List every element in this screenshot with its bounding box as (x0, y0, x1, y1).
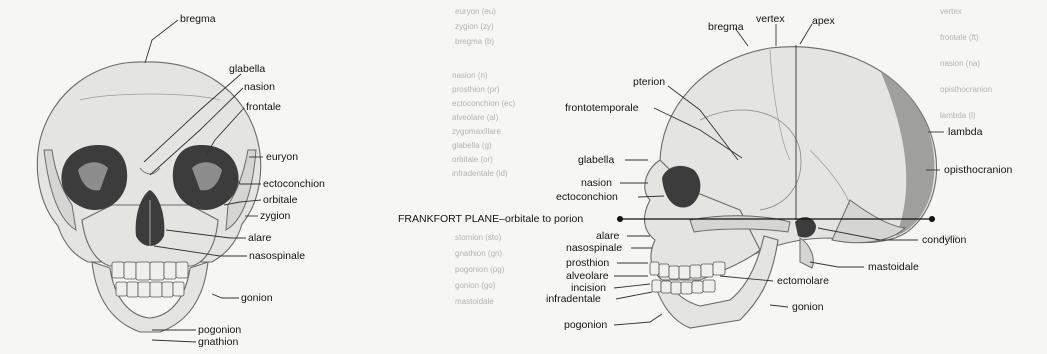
label-pogonion-lateral: pogonion (564, 319, 607, 331)
ghost-text: nasion (n) (452, 71, 488, 80)
ghost-text: alveolare (al) (452, 113, 499, 122)
label-vertex: vertex (756, 13, 785, 25)
label-nasospinale: nasospinale (249, 250, 305, 262)
label-orbitale: orbitale (263, 194, 298, 206)
ghost-text: zygomaxillare (452, 127, 501, 136)
label-gonion-lateral: gonion (792, 301, 824, 313)
label-lambda: lambda (948, 126, 983, 138)
ghost-text: opisthocranion (940, 85, 992, 94)
label-zygion: zygion (260, 210, 291, 222)
label-frankfort-plane: FRANKFORT PLANE–orbitale to porion (398, 213, 583, 225)
label-ectoconchion-lateral: ectoconchion (556, 191, 618, 203)
ghost-text: gonion (go) (455, 281, 496, 290)
ghost-text: infradentale (id) (452, 169, 508, 178)
label-glabella: glabella (229, 63, 265, 75)
label-prosthion: prosthion (566, 257, 609, 269)
ghost-text: prosthion (pr) (452, 85, 500, 94)
label-frontotemporale: frontotemporale (565, 102, 639, 114)
ghost-text: orbitale (or) (452, 155, 493, 164)
label-nasospinale-lateral: nasospinale (566, 242, 622, 254)
ghost-text: nasion (na) (940, 59, 980, 68)
label-ectoconchion: ectoconchion (263, 178, 325, 190)
label-mastoidale: mastoidale (868, 261, 919, 273)
label-opisthocranion: opisthocranion (944, 164, 1012, 176)
label-infradentale: infradentale (546, 293, 601, 305)
label-euryon: euryon (266, 151, 298, 163)
ghost-text: zygion (zy) (455, 22, 494, 31)
label-nasion-lateral: nasion (581, 177, 612, 189)
ghost-text: pogonion (pg) (455, 265, 505, 274)
ghost-text: bregma (b) (455, 37, 494, 46)
ghost-text: glabella (g) (452, 141, 492, 150)
label-condylion: condylion (922, 234, 967, 246)
ghost-text: euryon (eu) (455, 7, 496, 16)
ghost-text: stomion (sto) (455, 233, 502, 242)
ghost-text: lambda (l) (940, 111, 976, 120)
label-bregma: bregma (180, 13, 216, 25)
label-alare-lateral: alare (596, 230, 620, 242)
ghost-text: mastoidale (455, 297, 494, 306)
ghost-text: frontale (ft) (940, 33, 979, 42)
label-bregma-lateral: bregma (708, 21, 744, 33)
label-frontale: frontale (246, 101, 281, 113)
label-glabella-lateral: glabella (578, 154, 614, 166)
label-gnathion: gnathion (198, 336, 238, 348)
label-pogonion: pogonion (198, 324, 241, 336)
ghost-text: gnathion (gn) (455, 249, 502, 258)
label-alveolare: alveolare (566, 270, 609, 282)
label-nasion: nasion (244, 81, 275, 93)
label-alare: alare (248, 232, 272, 244)
ghost-text: vertex (940, 7, 962, 16)
label-apex: apex (812, 15, 836, 27)
label-gonion: gonion (241, 292, 273, 304)
ghost-text: ectoconchion (ec) (452, 99, 515, 108)
label-pterion: pterion (633, 76, 665, 88)
frontal-skull-drawing (37, 62, 260, 332)
label-ectomolare: ectomolare (777, 275, 829, 287)
